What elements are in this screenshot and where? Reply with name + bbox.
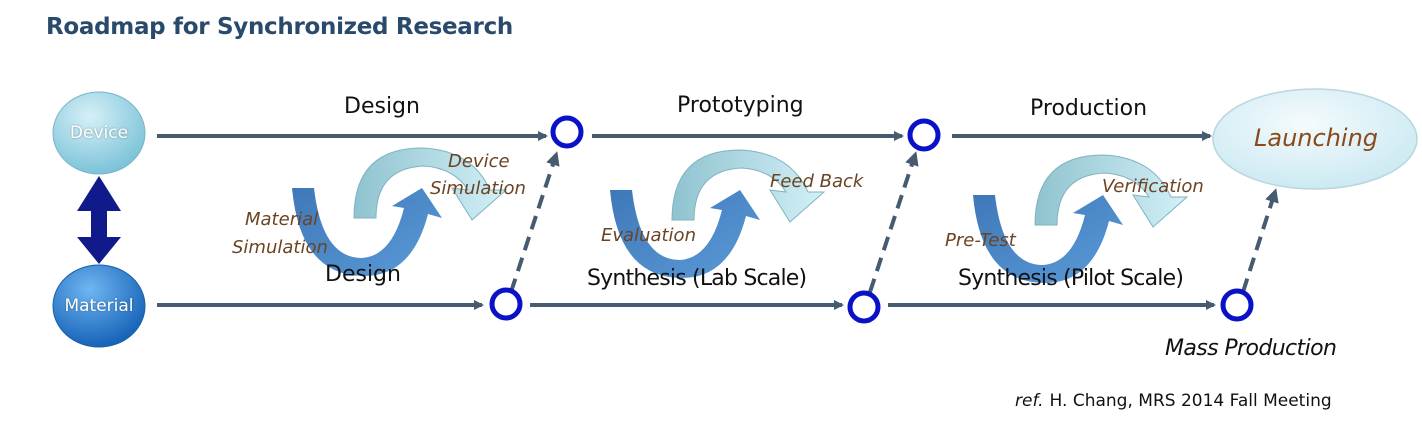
stage-bottom-lab-scale: Synthesis (Lab Scale) (587, 266, 807, 291)
curved-arrow-up-icon (610, 190, 760, 278)
stage-bottom-pilot-scale: Synthesis (Pilot Scale) (958, 266, 1184, 291)
milestone-top-2 (907, 118, 941, 152)
stage-top-production: Production (1030, 96, 1148, 121)
milestone-bottom-3 (1220, 288, 1254, 322)
stage-top-design: Design (344, 94, 420, 119)
cycle-arrows-2 (610, 149, 826, 278)
dashed-arrow-1 (509, 151, 560, 293)
reference-prefix: ref. (1015, 391, 1044, 411)
stage-bottom-design: Design (325, 262, 401, 287)
dashed-arrow-2 (868, 151, 919, 293)
cycle-arrows-1 (292, 147, 508, 276)
cycle-arrows-3 (973, 154, 1189, 283)
device-node (52, 91, 146, 175)
cycle-1-left-label-1: Material (245, 209, 319, 230)
device-label: Device (69, 123, 129, 143)
cycle-3-left-label: Pre-Test (945, 230, 1016, 251)
launching-label: Launching (1254, 124, 1379, 152)
reference-note: ref.H. Chang, MRS 2014 Fall Meeting (1015, 391, 1332, 411)
curved-arrow-down-icon (353, 147, 508, 221)
stage-top-prototyping: Prototyping (677, 93, 804, 118)
dashed-arrow-3 (1241, 188, 1279, 293)
curved-arrow-down-icon (671, 149, 826, 223)
cycle-1-right-label-1: Device (448, 151, 510, 172)
material-label: Material (64, 296, 134, 316)
cycle-2-right-label: Feed Back (770, 171, 864, 192)
mass-production-label: Mass Production (1165, 336, 1337, 361)
curved-arrow-up-icon (292, 188, 442, 276)
curved-arrow-down-icon (1034, 154, 1189, 228)
cycle-2-left-label: Evaluation (601, 225, 696, 246)
reference-text: H. Chang, MRS 2014 Fall Meeting (1049, 391, 1332, 411)
double-arrow-icon (77, 176, 121, 264)
curved-arrow-up-icon (973, 195, 1123, 283)
cycle-1-right-label-2: Simulation (430, 178, 526, 199)
milestone-top-1 (550, 115, 584, 149)
page-title: Roadmap for Synchronized Research (46, 14, 513, 40)
milestone-bottom-2 (847, 290, 881, 324)
launching-node (1212, 88, 1418, 190)
milestone-bottom-1 (489, 287, 523, 321)
cycle-3-right-label: Verification (1102, 176, 1204, 197)
cycle-1-left-label-2: Simulation (232, 237, 328, 258)
material-node (52, 264, 146, 348)
